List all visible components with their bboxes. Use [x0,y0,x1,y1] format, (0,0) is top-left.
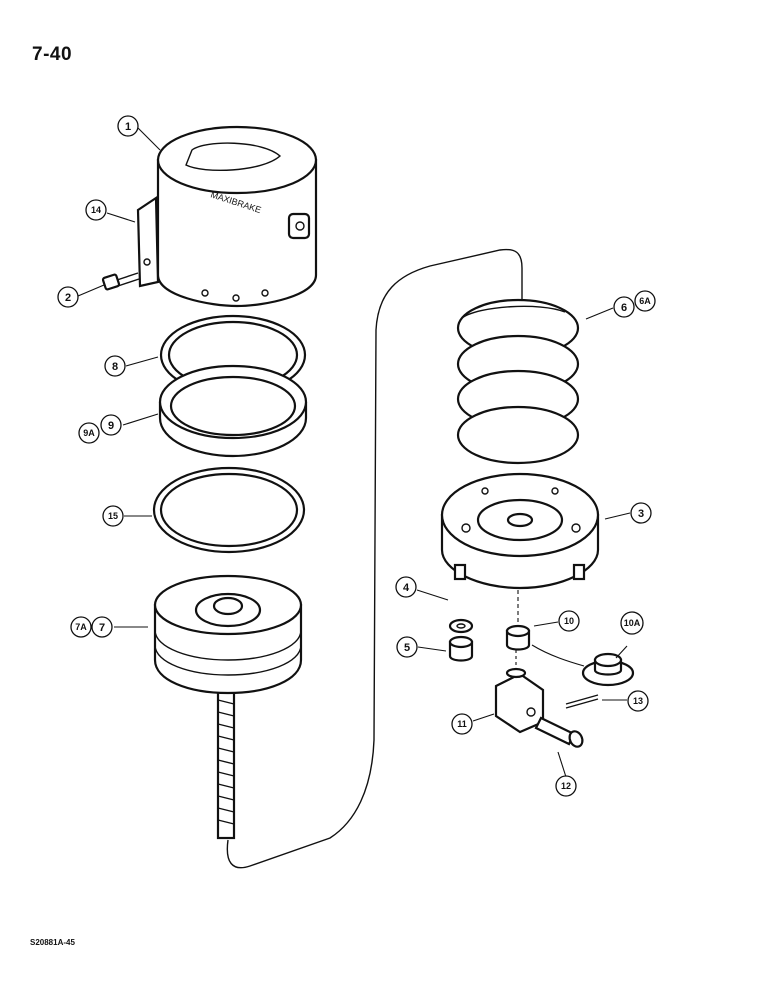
air-line-tube [226,248,523,869]
svg-text:9: 9 [108,420,114,432]
callout-11: 11 [451,713,473,735]
callout-2: 2 [57,286,79,308]
callout-1: 1 [117,115,139,137]
svg-text:3: 3 [638,508,644,520]
callout-6: 6 [613,296,635,318]
lock-washer [448,618,474,634]
svg-text:6: 6 [621,302,627,314]
svg-text:7: 7 [99,622,105,634]
o-ring-large [152,466,306,554]
flange-nut [531,644,635,687]
callout-4: 4 [395,576,417,598]
figure-reference: S20881A-45 [30,938,75,947]
svg-text:6A: 6A [639,296,651,306]
callout-6a: 6A [634,290,656,312]
callout-7a: 7A [70,616,92,638]
cap-screw [101,272,140,291]
callout-10a: 10A [620,611,644,635]
svg-text:12: 12 [561,781,571,791]
callout-14: 14 [85,199,107,221]
bracket-plate [136,195,160,288]
svg-text:13: 13 [633,696,643,706]
svg-text:5: 5 [404,642,410,654]
callout-5: 5 [396,636,418,658]
svg-text:10A: 10A [624,618,641,628]
leader-lines [77,126,631,778]
svg-text:8: 8 [112,361,118,373]
brake-spring [456,298,580,465]
svg-text:11: 11 [457,719,467,729]
svg-text:14: 14 [91,205,101,215]
clevis [494,650,545,734]
callout-8: 8 [104,355,126,377]
svg-text:7A: 7A [75,622,87,632]
svg-text:2: 2 [65,292,71,304]
clevis-pin [534,716,584,748]
callout-15: 15 [102,505,124,527]
seal-ring [158,364,308,458]
callout-9a: 9A [78,422,100,444]
callout-3: 3 [630,502,652,524]
svg-text:10: 10 [564,616,574,626]
spring-seat-flange [440,472,600,590]
callout-10: 10 [558,610,580,632]
hex-nut-right [505,590,531,651]
svg-text:15: 15 [108,511,118,521]
svg-text:9A: 9A [83,428,95,438]
callout-9: 9 [100,414,122,436]
cotter-pin [565,694,599,709]
svg-text:4: 4 [403,582,410,594]
callout-7: 7 [91,616,113,638]
hex-nut-left [448,635,474,662]
callout-13: 13 [627,690,649,712]
brake-housing: MAXIBRAKE [156,125,318,308]
callout-12: 12 [555,775,577,797]
piston-assembly [153,574,303,840]
page-number: 7-40 [32,44,73,65]
svg-text:1: 1 [125,121,131,133]
